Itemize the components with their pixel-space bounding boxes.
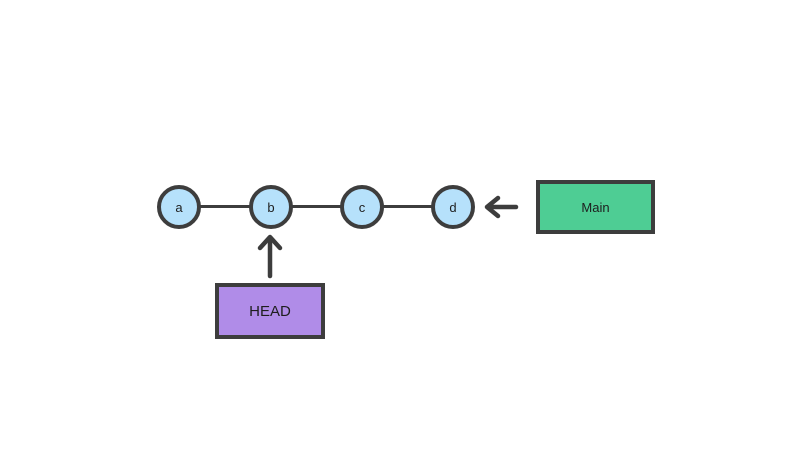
branch-label-box: Main (536, 180, 655, 234)
commit-node-a: a (157, 185, 201, 229)
arrow-up-icon (257, 234, 283, 279)
commit-node-label: b (267, 199, 275, 215)
branch-label: Main (581, 199, 610, 215)
commit-node-b: b (249, 185, 293, 229)
commit-node-label: a (175, 199, 183, 215)
head-label: HEAD (249, 302, 291, 320)
commit-chain-line (179, 205, 453, 208)
arrow-left-icon (484, 195, 519, 219)
commit-node-d: d (431, 185, 475, 229)
head-label-box: HEAD (215, 283, 325, 339)
commit-node-label: d (449, 199, 457, 215)
commit-node-c: c (340, 185, 384, 229)
commit-node-label: c (358, 199, 366, 215)
